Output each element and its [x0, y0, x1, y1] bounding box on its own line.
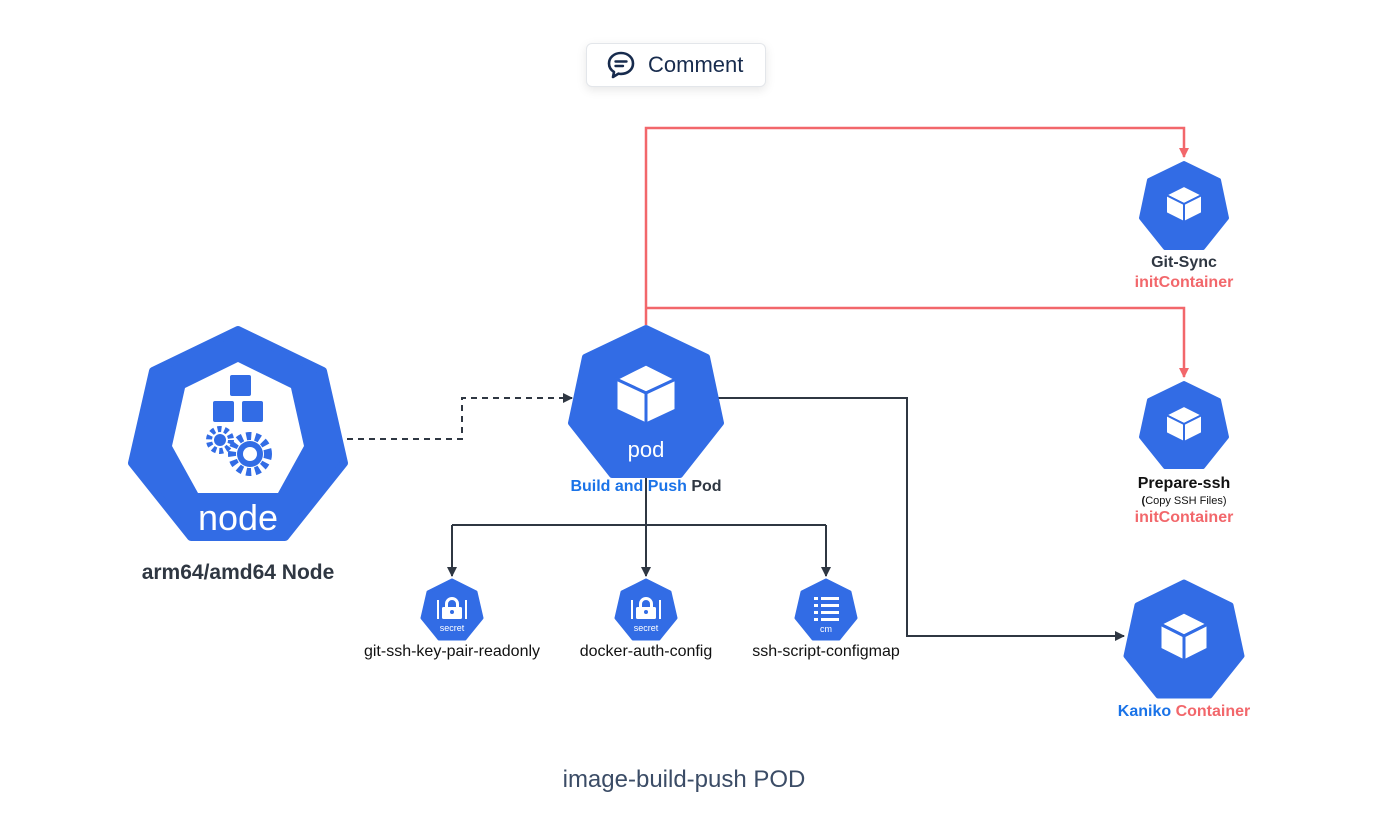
secret-docker-glyph: secret — [634, 623, 659, 633]
git-sync-label: Git-Sync — [1151, 254, 1217, 271]
lock-icon — [631, 597, 661, 619]
cube-icon — [1165, 405, 1203, 443]
prepare-ssh-label: Prepare-ssh — [1137, 475, 1231, 492]
pod-glyph-label: pod — [628, 437, 665, 462]
node-icon[interactable]: node — [128, 326, 348, 541]
prepare-ssh-role: initContainer — [1134, 509, 1234, 526]
configmap-label: ssh-script-configmap — [752, 643, 900, 660]
list-icon — [814, 597, 839, 621]
connectors — [347, 126, 1189, 641]
configmap-glyph: cm — [820, 624, 832, 634]
lock-icon — [437, 597, 467, 619]
pod-label-part1: Build and Push — [570, 478, 687, 495]
cube-icon — [1165, 185, 1203, 223]
gears-icon — [206, 426, 272, 476]
comment-button-label: Comment — [648, 52, 744, 77]
kaniko-container-icon[interactable] — [1123, 579, 1245, 699]
pod-label: Build and Push Pod — [570, 478, 721, 496]
comment-button[interactable]: Comment — [586, 43, 766, 87]
configmap-icon[interactable]: cm — [794, 578, 858, 641]
kaniko-name: Kaniko — [1117, 703, 1172, 720]
arrow-pod-to-prepare-ssh — [646, 306, 1189, 378]
secret-git-ssh-glyph: secret — [440, 623, 465, 633]
secret-git-ssh-icon[interactable]: secret — [420, 578, 484, 641]
secret-git-ssh-label: git-ssh-key-pair-readonly — [363, 643, 541, 660]
prepare-ssh-note: (Copy SSH Files) — [1142, 495, 1227, 507]
node-label: arm64/amd64 Node — [141, 561, 335, 584]
kaniko-label: Kaniko Container — [1118, 703, 1250, 721]
pod-icon[interactable]: pod — [568, 325, 724, 478]
secret-docker-label: docker-auth-config — [579, 643, 713, 660]
git-sync-role: initContainer — [1134, 274, 1234, 291]
prepare-ssh-note-text: Copy SSH Files) — [1145, 495, 1227, 507]
arrow-pod-to-git-sync — [644, 126, 1189, 325]
prepare-ssh-container-icon[interactable] — [1139, 381, 1229, 469]
pod-label-part2: Pod — [691, 478, 722, 495]
cube-icon — [1158, 610, 1210, 663]
secret-docker-icon[interactable]: secret — [614, 578, 678, 641]
diagram-caption: image-build-push POD — [562, 766, 806, 793]
prepare-ssh-note-open: ( — [1141, 495, 1146, 507]
cubes-icon — [213, 375, 263, 422]
arrow-pod-to-secrets-trunk — [452, 470, 826, 526]
cube-icon — [614, 362, 678, 426]
git-sync-container-icon[interactable] — [1139, 161, 1229, 250]
kaniko-role: Container — [1175, 703, 1251, 720]
arrow-node-to-pod — [347, 393, 573, 440]
node-glyph-label: node — [198, 497, 278, 538]
comment-bubble-icon — [606, 50, 636, 80]
arrow-pod-to-kaniko — [718, 397, 1125, 641]
